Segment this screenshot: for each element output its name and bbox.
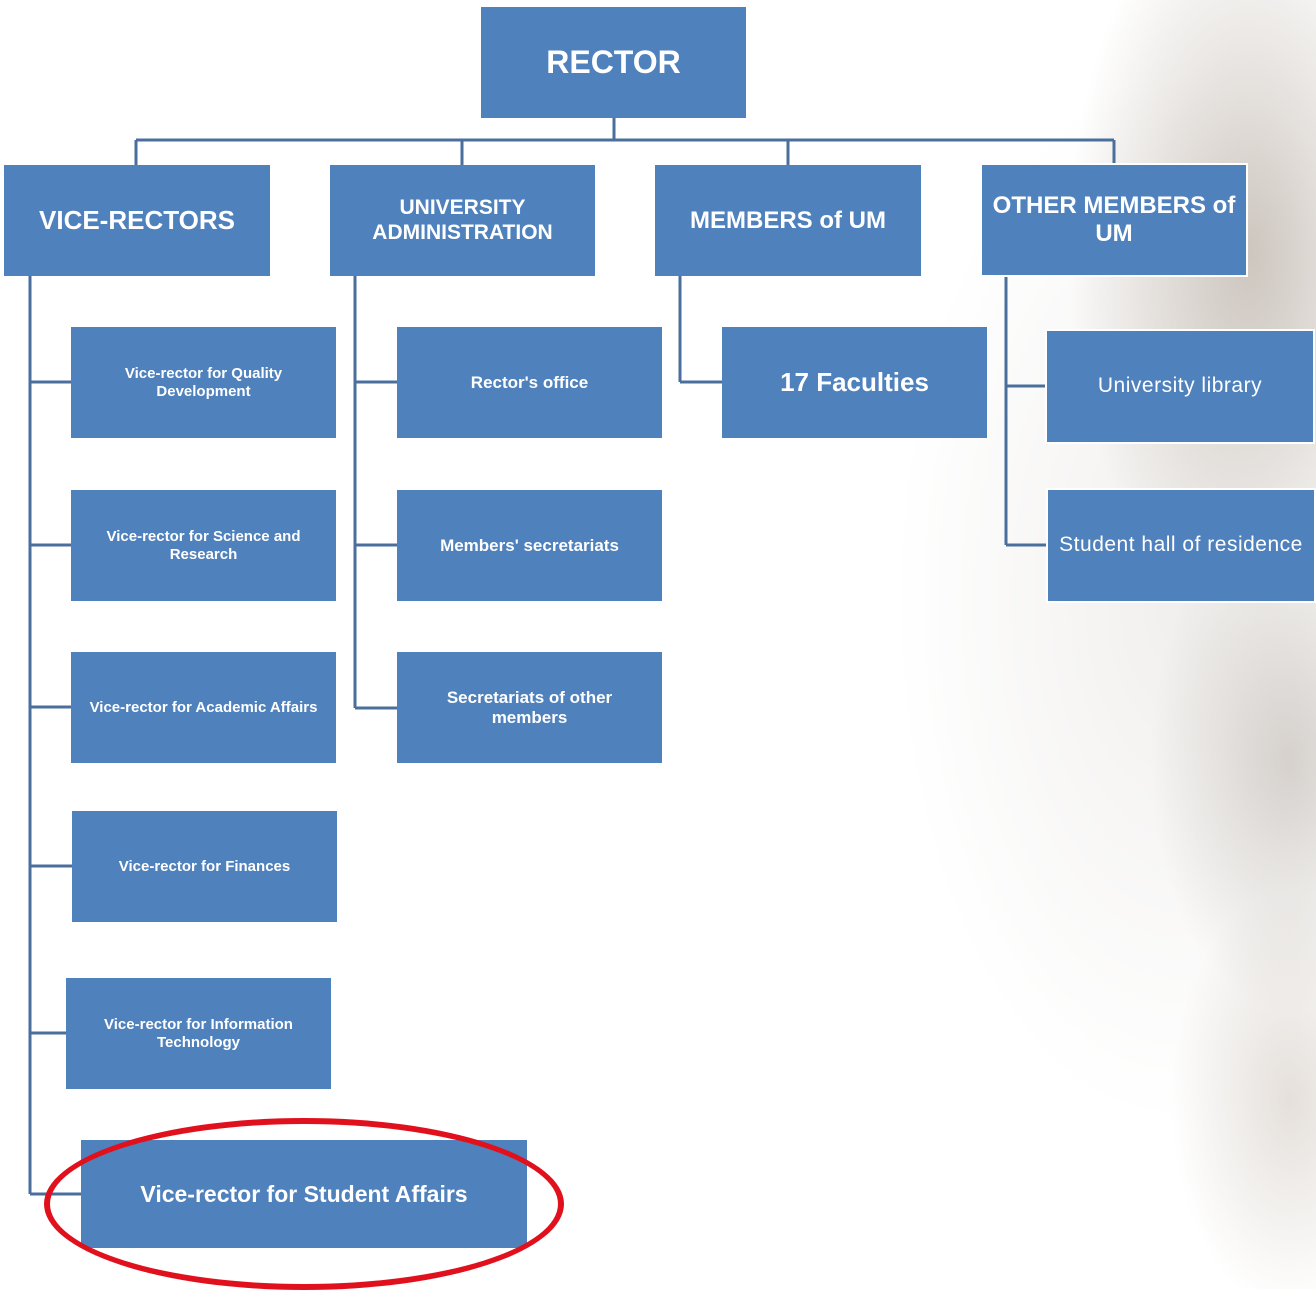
secretariats-other-members-label: Secretariats of other members — [446, 687, 613, 727]
vice-rector-science-label: Vice-rector for Science and Research — [106, 528, 301, 563]
vice-rector-it-box: Vice-rector for Information Technology — [66, 978, 331, 1089]
highlight-ring — [44, 1118, 564, 1290]
members-secretariats-box: Members' secretariats — [397, 490, 662, 601]
members-of-um-header: MEMBERS of UM — [655, 165, 921, 276]
vice-rectors-label: VICE-RECTORS — [39, 204, 235, 235]
vice-rector-finances-box: Vice-rector for Finances — [72, 811, 337, 922]
rector-box: RECTOR — [481, 7, 746, 118]
vice-rectors-header: VICE-RECTORS — [4, 165, 270, 276]
student-hall-label: Student hall of residence — [1059, 533, 1303, 557]
university-administration-header: UNIVERSITY ADMINISTRATION — [330, 165, 595, 276]
rector-label: RECTOR — [546, 44, 681, 81]
university-administration-label: UNIVERSITY ADMINISTRATION — [372, 196, 553, 244]
members-secretariats-label: Members' secretariats — [440, 535, 619, 555]
other-members-label: OTHER MEMBERS of UM — [992, 192, 1236, 247]
vice-rector-quality-label: Vice-rector for Quality Development — [124, 365, 283, 400]
rectors-office-label: Rector's office — [470, 372, 589, 392]
faculties-label: 17 Faculties — [780, 366, 929, 397]
members-of-um-label: MEMBERS of UM — [690, 206, 886, 234]
faculties-box: 17 Faculties — [722, 327, 987, 438]
vice-rector-science-box: Vice-rector for Science and Research — [71, 490, 336, 601]
university-library-label: University library — [1097, 374, 1263, 398]
secretariats-other-members-box: Secretariats of other members — [397, 652, 662, 763]
vice-rector-finances-label: Vice-rector for Finances — [118, 857, 291, 875]
rectors-office-box: Rector's office — [397, 327, 662, 438]
vice-rector-it-label: Vice-rector for Information Technology — [104, 1016, 293, 1051]
vice-rector-academic-box: Vice-rector for Academic Affairs — [71, 652, 336, 763]
vice-rector-quality-box: Vice-rector for Quality Development — [71, 327, 336, 438]
student-hall-box: Student hall of residence — [1046, 488, 1316, 603]
other-members-header: OTHER MEMBERS of UM — [980, 163, 1248, 277]
vice-rector-academic-label: Vice-rector for Academic Affairs — [89, 698, 318, 716]
university-library-box: University library — [1045, 329, 1315, 444]
